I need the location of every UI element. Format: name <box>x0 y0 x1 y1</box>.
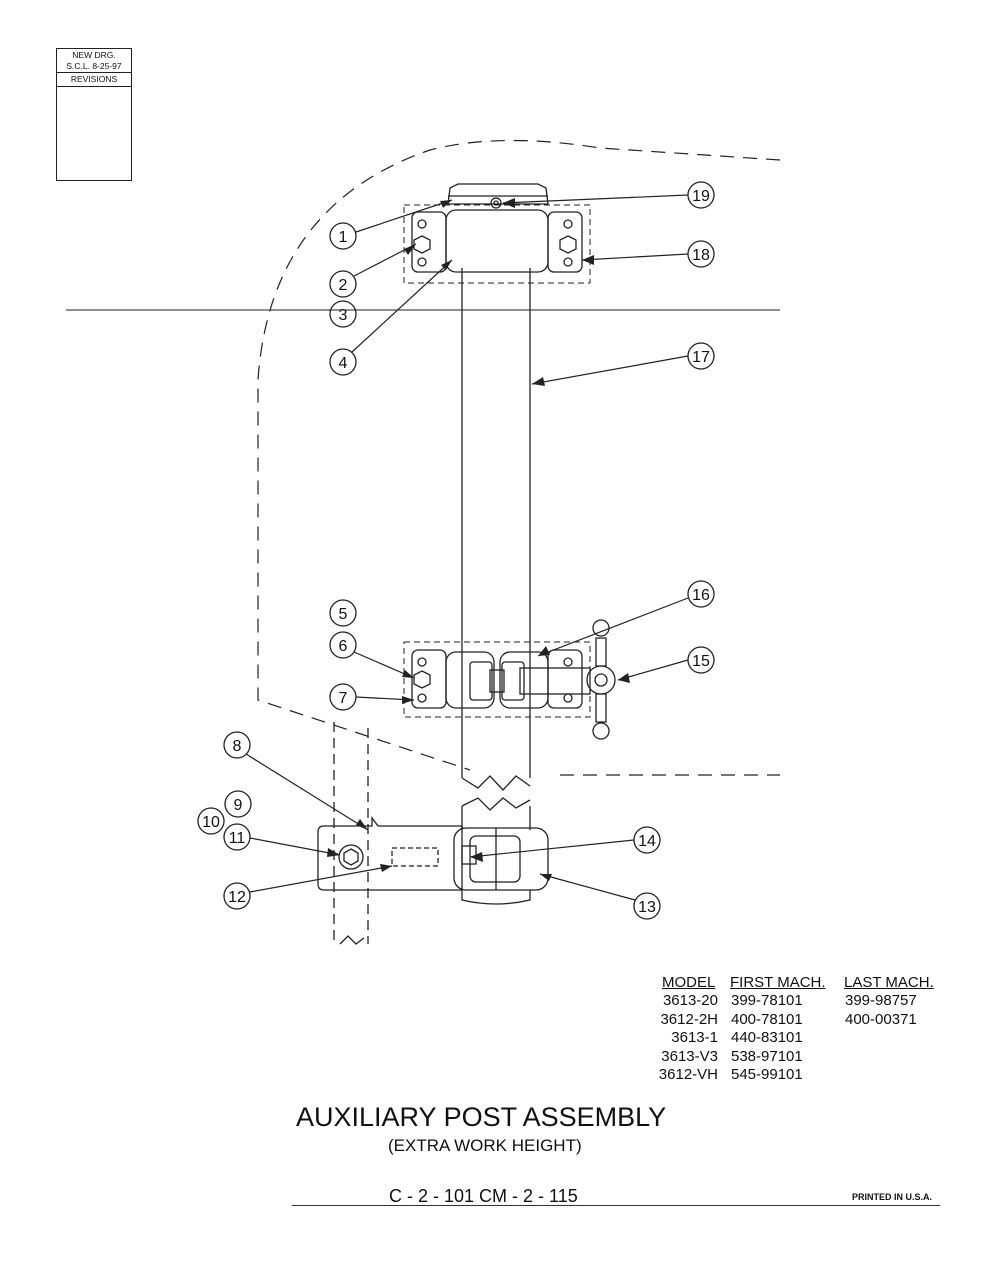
callout-5: 5 <box>339 606 348 623</box>
last-mach-cell: 399-98757 <box>845 992 917 1009</box>
model-cell: 3613-20 <box>662 992 718 1009</box>
drawing-subtitle: (EXTRA WORK HEIGHT) <box>388 1136 582 1155</box>
first-mach-cell: 399-78101 <box>731 992 803 1009</box>
new-drawing-label: NEW DRG. <box>56 48 132 61</box>
callout-15: 15 <box>692 653 710 670</box>
drawing-number: C - 2 - 101 CM - 2 - 115 <box>389 1186 578 1206</box>
arrow-heads <box>327 198 630 881</box>
callout-bubbles <box>197 181 715 920</box>
callout-17: 17 <box>692 349 710 366</box>
callout-10: 10 <box>202 814 220 831</box>
printed-in-usa: PRINTED IN U.S.A. <box>852 1192 933 1202</box>
first-mach-cell: 400-78101 <box>731 1011 803 1028</box>
first-mach-cell: 538-97101 <box>731 1048 803 1065</box>
first-mach-header: FIRST MACH. <box>730 974 826 991</box>
callout-7: 7 <box>339 690 348 707</box>
callout-14: 14 <box>638 833 656 850</box>
callout-18: 18 <box>692 247 710 264</box>
callout-6: 6 <box>339 638 348 655</box>
callout-16: 16 <box>692 587 710 604</box>
callout-1: 1 <box>339 229 348 246</box>
model-cell: 3612-VH <box>658 1066 718 1083</box>
drawing-title: AUXILIARY POST ASSEMBLY <box>296 1102 667 1132</box>
scl-date: S.C.L. 8-25-97 <box>66 61 122 71</box>
machine-outline <box>257 139 781 776</box>
post <box>461 268 531 830</box>
first-mach-cell: 545-99101 <box>731 1066 803 1083</box>
callout-11: 11 <box>229 830 246 847</box>
callout-13: 13 <box>638 899 656 916</box>
leader-lines <box>245 194 689 901</box>
top-clamp <box>403 183 591 284</box>
model-header: MODEL <box>662 974 716 991</box>
revisions-label: REVISIONS <box>57 72 131 87</box>
last-mach-header: LAST MACH. <box>844 974 934 991</box>
model-cell: 3612-2H <box>660 1011 718 1028</box>
lower-bracket <box>317 722 549 945</box>
model-cell: 3613-V3 <box>661 1048 718 1065</box>
callout-9: 9 <box>234 797 243 814</box>
last-mach-cell: 400-00371 <box>845 1011 917 1028</box>
callout-numbers: 1 2 3 4 5 6 7 8 9 10 11 12 13 14 15 16 1… <box>202 188 710 916</box>
revision-block: NEW DRG. S.C.L. 8-25-97 REVISIONS <box>56 48 132 181</box>
callout-2: 2 <box>339 277 348 294</box>
model-cell: 3613-1 <box>671 1029 718 1046</box>
callout-12: 12 <box>228 889 246 906</box>
callout-3: 3 <box>339 307 348 324</box>
callout-4: 4 <box>339 355 348 372</box>
callout-8: 8 <box>233 738 242 755</box>
lower-clamp <box>403 619 616 740</box>
first-mach-cell: 440-83101 <box>731 1029 803 1046</box>
title-rule <box>292 1205 940 1206</box>
callout-19: 19 <box>692 188 710 205</box>
